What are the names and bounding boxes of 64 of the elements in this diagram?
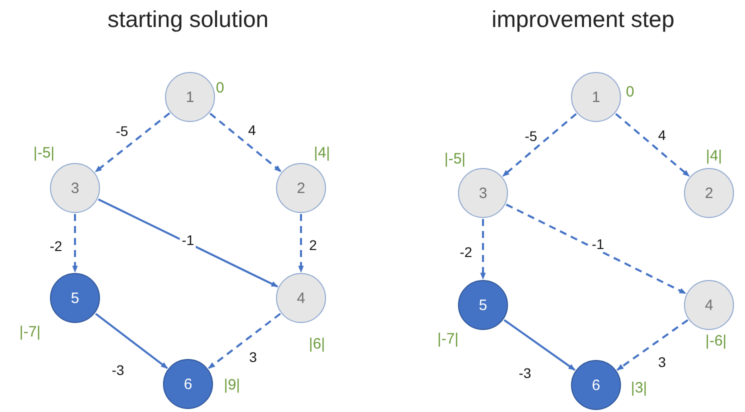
arrow	[298, 214, 304, 273]
panel-heading: starting solution	[107, 6, 269, 33]
node-number: 2	[296, 180, 306, 196]
arrow	[504, 319, 576, 371]
graph-node-circle	[684, 168, 734, 218]
edge-label: -3	[516, 365, 534, 381]
graph-node-circle	[165, 72, 215, 122]
arrow	[95, 312, 168, 370]
edge-label: 2	[307, 237, 319, 253]
arrow	[72, 214, 78, 273]
edge-label: -2	[458, 244, 474, 260]
arrow	[506, 204, 686, 294]
node-number: 2	[704, 184, 714, 202]
arrow	[98, 198, 278, 288]
arrow	[480, 219, 486, 280]
graph-node-circle	[571, 360, 621, 410]
node-value-label: |4|	[314, 144, 330, 162]
node-number: 6	[592, 376, 600, 394]
node-number: 5	[478, 296, 488, 314]
edge-label: -1	[590, 236, 606, 252]
node-number: 4	[296, 290, 306, 306]
node-value-label: |6|	[308, 336, 326, 352]
arrow	[94, 112, 170, 173]
graph-node-circle	[276, 163, 326, 213]
edge-label: -5	[522, 128, 540, 144]
node-value-label: |-5|	[33, 144, 55, 162]
node-value-label: |-5|	[444, 150, 466, 168]
graph-node-circle	[458, 280, 508, 330]
node-number: 3	[478, 184, 488, 202]
node-number: 3	[70, 180, 80, 196]
graph-node-circle	[50, 163, 100, 213]
node-value-label: |-7|	[437, 330, 459, 348]
edge-label: -3	[110, 362, 126, 378]
node-value-label: 0	[626, 84, 634, 100]
arrow	[616, 319, 688, 371]
arrow	[615, 113, 690, 177]
graph-node-circle	[684, 280, 734, 330]
node-number: 1	[592, 88, 600, 106]
edge-label: 4	[656, 127, 668, 143]
arrow	[208, 312, 281, 370]
arrow	[209, 112, 282, 172]
arrow	[502, 113, 577, 177]
edge-label: -1	[180, 232, 196, 248]
graph-node-circle	[458, 168, 508, 218]
edge-label: -5	[114, 123, 130, 139]
node-number: 5	[70, 290, 80, 306]
node-number: 6	[184, 376, 192, 392]
node-value-label: |4|	[706, 148, 722, 164]
node-number: 1	[186, 88, 194, 106]
node-value-label: 0	[216, 80, 224, 96]
node-number: 4	[704, 296, 714, 314]
node-value-label: |-6|	[705, 332, 727, 350]
graph-node-circle	[276, 273, 326, 323]
node-value-label: |9|	[224, 376, 240, 394]
edge-label: 3	[656, 354, 668, 370]
edge-label: 4	[246, 122, 258, 138]
graph-node-circle	[163, 359, 213, 409]
node-value-label: |-7|	[19, 324, 41, 340]
edge-label: 3	[247, 349, 259, 365]
panel-heading: improvement step	[492, 6, 674, 33]
node-value-label: |3|	[630, 380, 648, 396]
graph-node-circle	[50, 273, 100, 323]
edge-label: -2	[48, 238, 64, 254]
graph-node-circle	[571, 72, 621, 122]
